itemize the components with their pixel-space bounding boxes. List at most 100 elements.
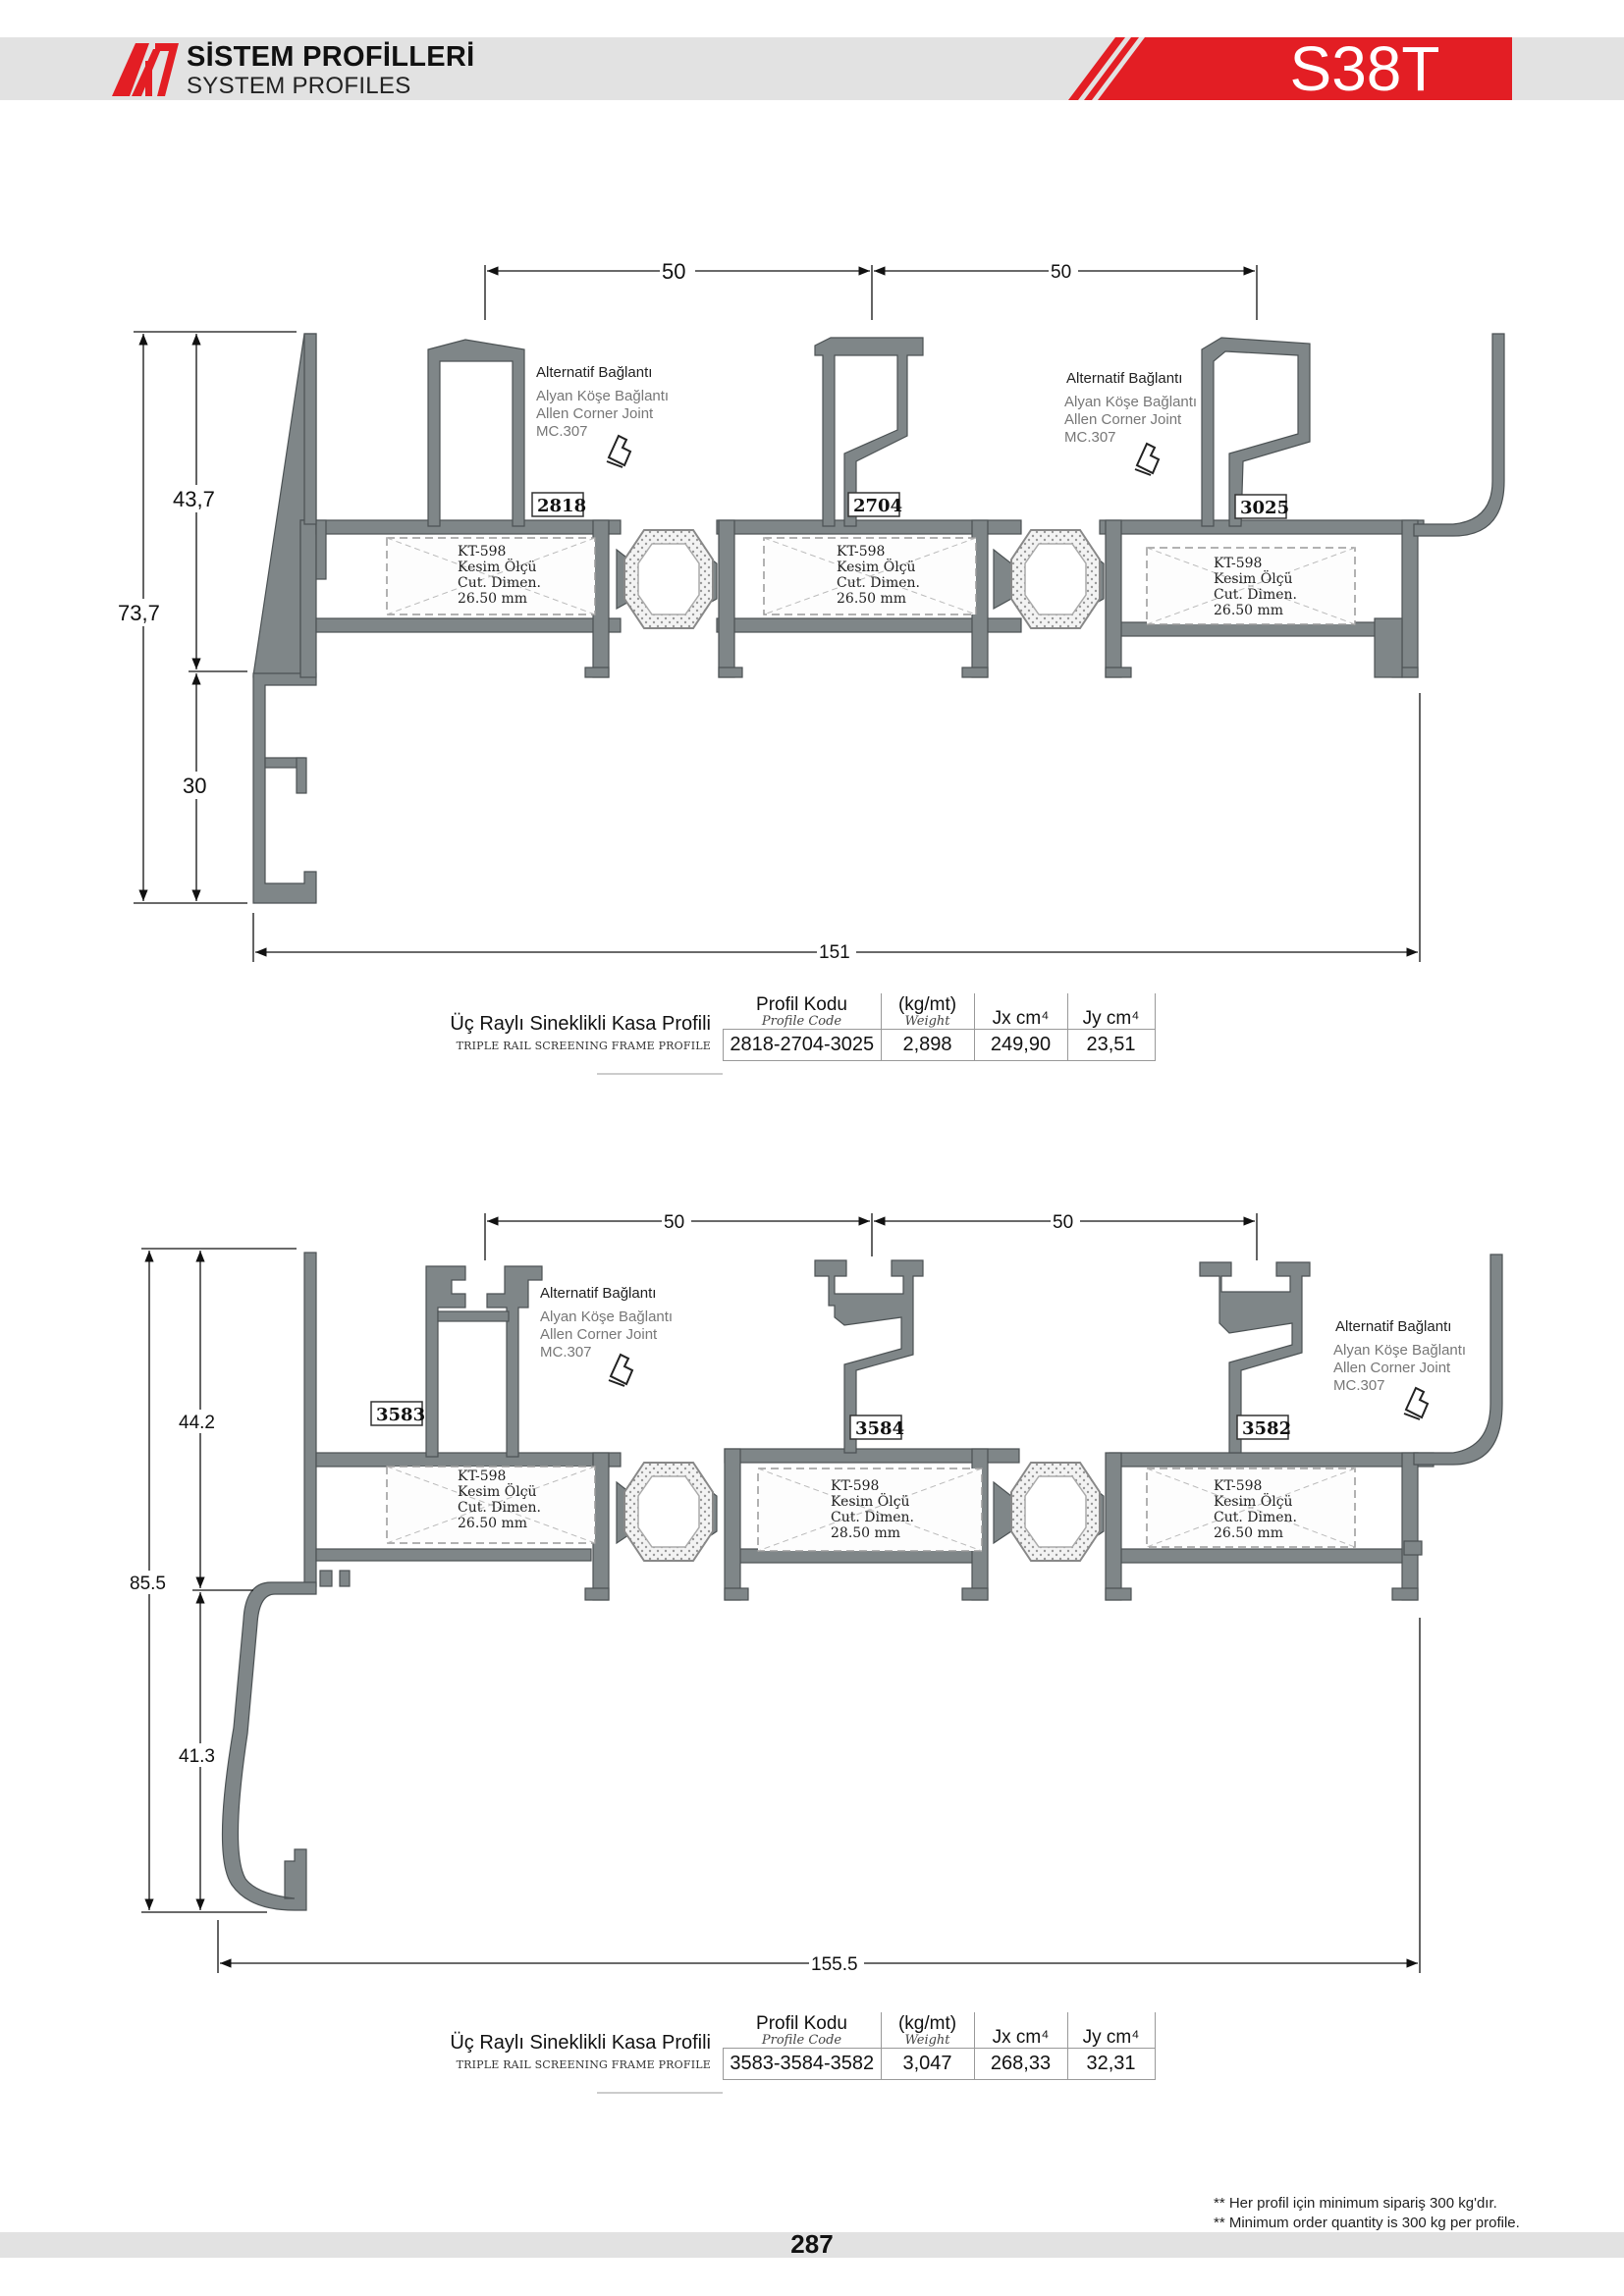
drawing-1-dim-labels: 50 50 43,7 73,7 30 151 (116, 257, 1078, 964)
profile-code-2704: 2704 (853, 496, 902, 516)
svg-text:50: 50 (662, 259, 685, 284)
chamber-3-size: 26.50 mm (1214, 603, 1283, 618)
chamber-3-code: KT-598 (1214, 556, 1262, 571)
chamber-3-en: Cut. Dimen. (1214, 587, 1297, 603)
svg-text:41.3: 41.3 (179, 1746, 215, 1767)
svg-text:43,7: 43,7 (173, 487, 215, 511)
chamber-3-tr: Kesim Ölçü (1214, 569, 1293, 587)
spec-2-code: 3583-3584-3582 (723, 2048, 881, 2080)
spec-1-header-jx: Jx cm⁴ (973, 993, 1067, 1030)
svg-text:Alternatif Bağlantı: Alternatif Bağlantı (1335, 1318, 1451, 1335)
svg-text:28.50 mm: 28.50 mm (831, 1525, 900, 1541)
drawing-1-corner-note-left: Alternatif Bağlantı Alyan Köşe Bağlantı … (536, 364, 669, 468)
svg-text:50: 50 (664, 1212, 684, 1233)
spec-1-code: 2818-2704-3025 (723, 1029, 881, 1061)
svg-text:85.5: 85.5 (130, 1574, 166, 1594)
spec-1-header-jy: Jy cm⁴ (1066, 993, 1156, 1030)
chamber-2-tr: Kesim Ölçü (837, 558, 916, 575)
svg-text:Kesim Ölçü: Kesim Ölçü (458, 1482, 537, 1500)
svg-text:KT-598: KT-598 (1214, 1478, 1262, 1494)
profile-code-3584: 3584 (855, 1418, 904, 1439)
svg-text:Allen Corner Joint: Allen Corner Joint (1064, 411, 1182, 428)
svg-text:Kesim Ölçü: Kesim Ölçü (1214, 1492, 1293, 1510)
svg-text:Cut. Dimen.: Cut. Dimen. (831, 1510, 914, 1525)
drawing-2-chambers: KT-598 Kesim Ölçü Cut. Dimen. 26.50 mm K… (458, 1468, 1297, 1541)
spec-2-header-jy: Jy cm⁴ (1066, 2012, 1156, 2049)
chamber-1-size: 26.50 mm (458, 591, 527, 607)
profile-code-3583: 3583 (376, 1405, 425, 1425)
svg-text:Alternatif Bağlantı: Alternatif Bağlantı (540, 1285, 656, 1302)
spec-2-jx: 268,33 (973, 2048, 1067, 2080)
drawing-2-codes: 3583 3584 3582 (370, 1401, 1291, 1440)
drawing-2-dim-labels: 50 50 44.2 85.5 41.3 155.5 (128, 1209, 1080, 1975)
spec-1-name-en: TRIPLE RAIL SCREENING FRAME PROFILE (456, 1040, 711, 1052)
svg-text:Alternatif Bağlantı: Alternatif Bağlantı (1066, 370, 1182, 387)
spec-2-header-weight: (kg/mt)Weight (880, 2012, 974, 2049)
brand-subtitle: SYSTEM PROFILES (187, 73, 411, 99)
drawing-1 (252, 333, 1505, 904)
drawing-1-chambers: KT-598 Kesim Ölçü Cut. Dimen. 26.50 mm K… (458, 544, 1297, 618)
brand-title: SİSTEM PROFİLLERİ (187, 41, 475, 73)
profile-code-2818: 2818 (537, 496, 586, 516)
svg-text:Allen Corner Joint: Allen Corner Joint (540, 1326, 658, 1343)
svg-text:73,7: 73,7 (118, 601, 160, 625)
chamber-2-code: KT-598 (837, 544, 885, 560)
spec-2-name-tr: Üç Raylı Sineklikli Kasa Profili (450, 2032, 711, 2054)
spec-2-name: Üç Raylı Sineklikli Kasa Profili TRIPLE … (397, 2032, 711, 2071)
page-number: 287 (790, 2229, 834, 2259)
series-badge (1068, 37, 1512, 100)
drawing-1-corner-note-right: Alternatif Bağlantı Alyan Köşe Bağlantı … (1064, 370, 1197, 476)
spec-1-name: Üç Raylı Sineklikli Kasa Profili TRIPLE … (397, 1013, 711, 1052)
svg-text:Kesim Ölçü: Kesim Ölçü (831, 1492, 910, 1510)
profile-code-3582: 3582 (1242, 1418, 1291, 1439)
svg-text:MC.307: MC.307 (540, 1344, 592, 1361)
svg-text:50: 50 (1051, 262, 1071, 283)
spec-1-jy: 23,51 (1066, 1029, 1156, 1061)
svg-text:151: 151 (819, 942, 850, 963)
svg-text:26.50 mm: 26.50 mm (1214, 1525, 1283, 1541)
svg-text:MC.307: MC.307 (1064, 429, 1116, 446)
drawing-1-codes: 2818 2704 3025 (531, 492, 1289, 519)
svg-text:Allen Corner Joint: Allen Corner Joint (1333, 1360, 1451, 1376)
chamber-1-tr: Kesim Ölçü (458, 558, 537, 575)
svg-text:30: 30 (183, 774, 206, 798)
spec-2-header-jx: Jx cm⁴ (973, 2012, 1067, 2049)
svg-text:Cut. Dimen.: Cut. Dimen. (458, 1500, 541, 1516)
svg-text:MC.307: MC.307 (536, 423, 588, 440)
spec-2-weight: 3,047 (880, 2048, 974, 2080)
svg-text:Alyan Köşe Bağlantı: Alyan Köşe Bağlantı (1333, 1342, 1466, 1359)
spec-1-weight: 2,898 (880, 1029, 974, 1061)
svg-text:Cut. Dimen.: Cut. Dimen. (1214, 1510, 1297, 1525)
drawing-2-corner-note-left: Alternatif Bağlantı Alyan Köşe Bağlantı … (540, 1285, 673, 1387)
svg-text:KT-598: KT-598 (831, 1478, 879, 1494)
svg-text:KT-598: KT-598 (458, 1468, 506, 1484)
svg-text:Alternatif Bağlantı: Alternatif Bağlantı (536, 364, 652, 381)
svg-text:Allen Corner Joint: Allen Corner Joint (536, 405, 654, 422)
chamber-1-code: KT-598 (458, 544, 506, 560)
footnote-en: ** Minimum order quantity is 300 kg per … (1214, 2215, 1520, 2231)
series-code: S38T (1289, 33, 1440, 104)
svg-text:155.5: 155.5 (811, 1954, 858, 1975)
svg-text:Alyan Köşe Bağlantı: Alyan Köşe Bağlantı (540, 1308, 673, 1325)
profile-code-3025: 3025 (1240, 498, 1289, 518)
svg-text:MC.307: MC.307 (1333, 1377, 1385, 1394)
svg-text:44.2: 44.2 (179, 1413, 215, 1433)
spec-2-name-en: TRIPLE RAIL SCREENING FRAME PROFILE (456, 2058, 711, 2071)
svg-text:Alyan Köşe Bağlantı: Alyan Köşe Bağlantı (1064, 394, 1197, 410)
spec-1-header-weight: (kg/mt)Weight (880, 993, 974, 1030)
footnote-tr: ** Her profil için minimum sipariş 300 k… (1214, 2195, 1497, 2212)
chamber-2-en: Cut. Dimen. (837, 575, 920, 591)
footer-band (0, 2232, 1624, 2258)
brand-logo (112, 43, 179, 96)
spec-1-name-tr: Üç Raylı Sineklikli Kasa Profili (450, 1013, 711, 1035)
drawing-2 (221, 1252, 1503, 1911)
svg-text:50: 50 (1053, 1212, 1073, 1233)
spec-2-jy: 32,31 (1066, 2048, 1156, 2080)
